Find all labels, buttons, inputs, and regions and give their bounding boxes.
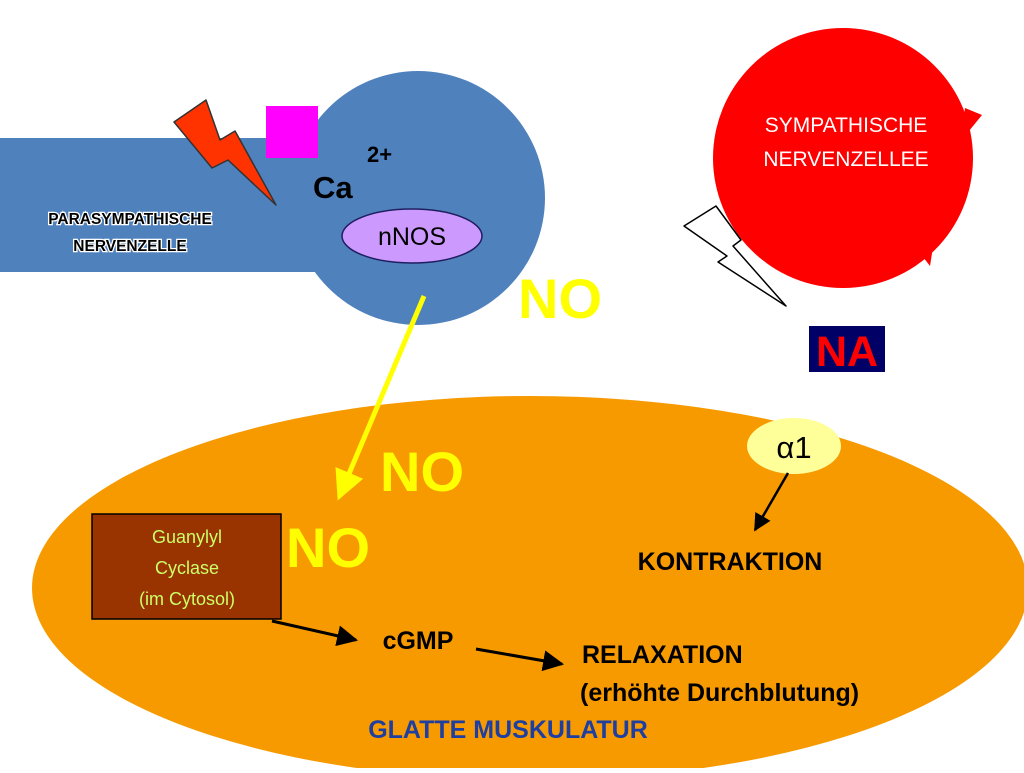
receptor-to-contraction-arrow	[753, 472, 790, 532]
parasympathetic-neuron	[0, 71, 545, 325]
guanylyl-cyclase-line2: Cyclase	[155, 558, 219, 578]
noradrenaline-label: NA	[816, 328, 878, 376]
guanylyl-cyclase-line1: Guanylyl	[152, 527, 222, 547]
calcium-label: Ca	[313, 170, 353, 205]
relaxation-detail: (erhöhte Durchblutung)	[580, 679, 859, 707]
parasympathetic-axon	[0, 138, 340, 272]
noradrenaline-box	[809, 326, 885, 372]
no-label-diffusing: NO	[380, 440, 464, 503]
sympathetic-label-line1: SYMPATHISCHE	[765, 114, 928, 137]
magenta-square-icon	[266, 106, 318, 158]
parasympathetic-label-line2: NERVENZELLE	[73, 238, 186, 255]
no-label-released: NO	[518, 267, 602, 330]
sympathetic-label-line2: NERVENZELLEE	[763, 148, 928, 171]
sympathetic-cell-body	[713, 28, 973, 288]
nnos-enzyme	[341, 208, 483, 264]
sympathetic-neuron	[713, 28, 982, 288]
smooth-muscle-label: GLATTE MUSKULATUR	[368, 716, 648, 744]
cgmp-label: cGMP	[383, 627, 454, 655]
nnos-label: nNOS	[378, 223, 446, 251]
parasympathetic-terminal	[291, 71, 545, 325]
parasympathetic-label-line1: PARASYMPATHISCHE	[48, 211, 212, 228]
calcium-charge-superscript: 2+	[367, 142, 392, 167]
smooth-muscle-cell	[32, 396, 1024, 773]
sympathetic-cell-tail	[910, 228, 936, 266]
lightning-bolt-white-icon	[683, 205, 787, 307]
sympathetic-cell-notch	[960, 108, 982, 142]
cgmp-to-relaxation-arrow	[475, 647, 565, 672]
lightning-bolt-red-icon	[173, 99, 277, 206]
guanylyl-cyclase-line3: (im Cytosol)	[139, 589, 235, 609]
guanylyl-to-cgmp-arrow	[271, 619, 359, 647]
alpha1-receptor	[747, 418, 841, 474]
alpha1-receptor-label: α1	[776, 430, 811, 465]
no-diffusion-arrow	[335, 295, 427, 501]
guanylyl-cyclase-box	[91, 513, 282, 620]
no-label-cytosol: NO	[286, 516, 370, 579]
kontraktion-label: KONTRAKTION	[638, 548, 823, 576]
relaxation-label: RELAXATION	[582, 641, 743, 669]
